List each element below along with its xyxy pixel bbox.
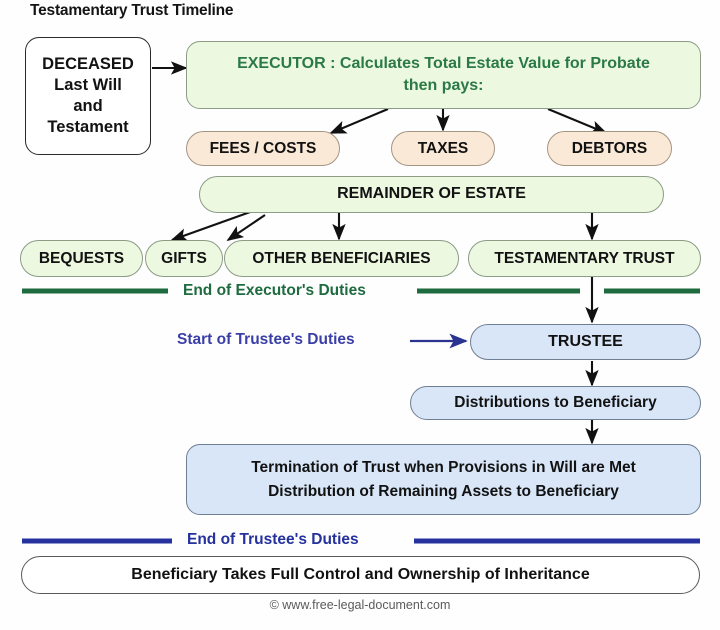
trustee-label: TRUSTEE — [548, 332, 623, 350]
node-other-beneficiaries[interactable]: OTHER BENEFICIARIES — [224, 240, 459, 277]
taxes-label: TAXES — [417, 139, 469, 157]
termination-line-1: Termination of Trust when Provisions in … — [251, 458, 636, 476]
bequests-label: BEQUESTS — [38, 249, 125, 267]
remainder-label: REMAINDER OF ESTATE — [337, 185, 526, 203]
debtors-label: DEBTORS — [571, 139, 648, 157]
deceased-line-4: Testament — [47, 117, 129, 136]
node-gifts[interactable]: GIFTS — [145, 240, 223, 277]
page-title: Testamentary Trust Timeline — [30, 2, 234, 19]
node-testamentary-trust[interactable]: TESTAMENTARY TRUST — [468, 240, 701, 277]
gifts-label: GIFTS — [161, 249, 207, 267]
divider-end-of-trustee-duties: End of Trustee's Duties — [180, 531, 366, 549]
testamentary-trust-label: TESTAMENTARY TRUST — [494, 249, 675, 267]
node-distributions-to-beneficiary[interactable]: Distributions to Beneficiary — [410, 386, 701, 420]
fees-costs-label: FEES / COSTS — [209, 139, 317, 157]
divider-end-of-executor-duties: End of Executor's Duties — [176, 282, 373, 300]
deceased-line-1: DECEASED — [42, 55, 134, 74]
executor-line-2: then pays: — [403, 76, 484, 94]
termination-line-2: Distribution of Remaining Assets to Bene… — [268, 482, 619, 500]
distributions-label: Distributions to Beneficiary — [454, 394, 657, 412]
executor-line-1: EXECUTOR : Calculates Total Estate Value… — [237, 55, 650, 73]
node-debtors[interactable]: DEBTORS — [547, 131, 672, 166]
node-trustee[interactable]: TRUSTEE — [470, 324, 701, 360]
node-beneficiary-full-control[interactable]: Beneficiary Takes Full Control and Owner… — [21, 556, 700, 594]
other-beneficiaries-label: OTHER BENEFICIARIES — [252, 249, 431, 267]
note-start-of-trustee-duties: Start of Trustee's Duties — [177, 331, 355, 348]
node-executor[interactable]: EXECUTOR : Calculates Total Estate Value… — [186, 41, 701, 109]
deceased-line-3: and — [73, 97, 103, 115]
deceased-line-2: Last Will — [54, 76, 122, 95]
node-termination-of-trust[interactable]: Termination of Trust when Provisions in … — [186, 444, 701, 515]
copyright-footer: © www.free-legal-document.com — [269, 598, 451, 612]
node-remainder-of-estate[interactable]: REMAINDER OF ESTATE — [199, 176, 664, 213]
node-bequests[interactable]: BEQUESTS — [20, 240, 143, 277]
node-deceased[interactable]: DECEASED Last Will and Testament — [25, 37, 151, 155]
node-fees-costs[interactable]: FEES / COSTS — [186, 131, 340, 166]
beneficiary-control-label: Beneficiary Takes Full Control and Owner… — [131, 565, 590, 583]
node-taxes[interactable]: TAXES — [391, 131, 495, 166]
